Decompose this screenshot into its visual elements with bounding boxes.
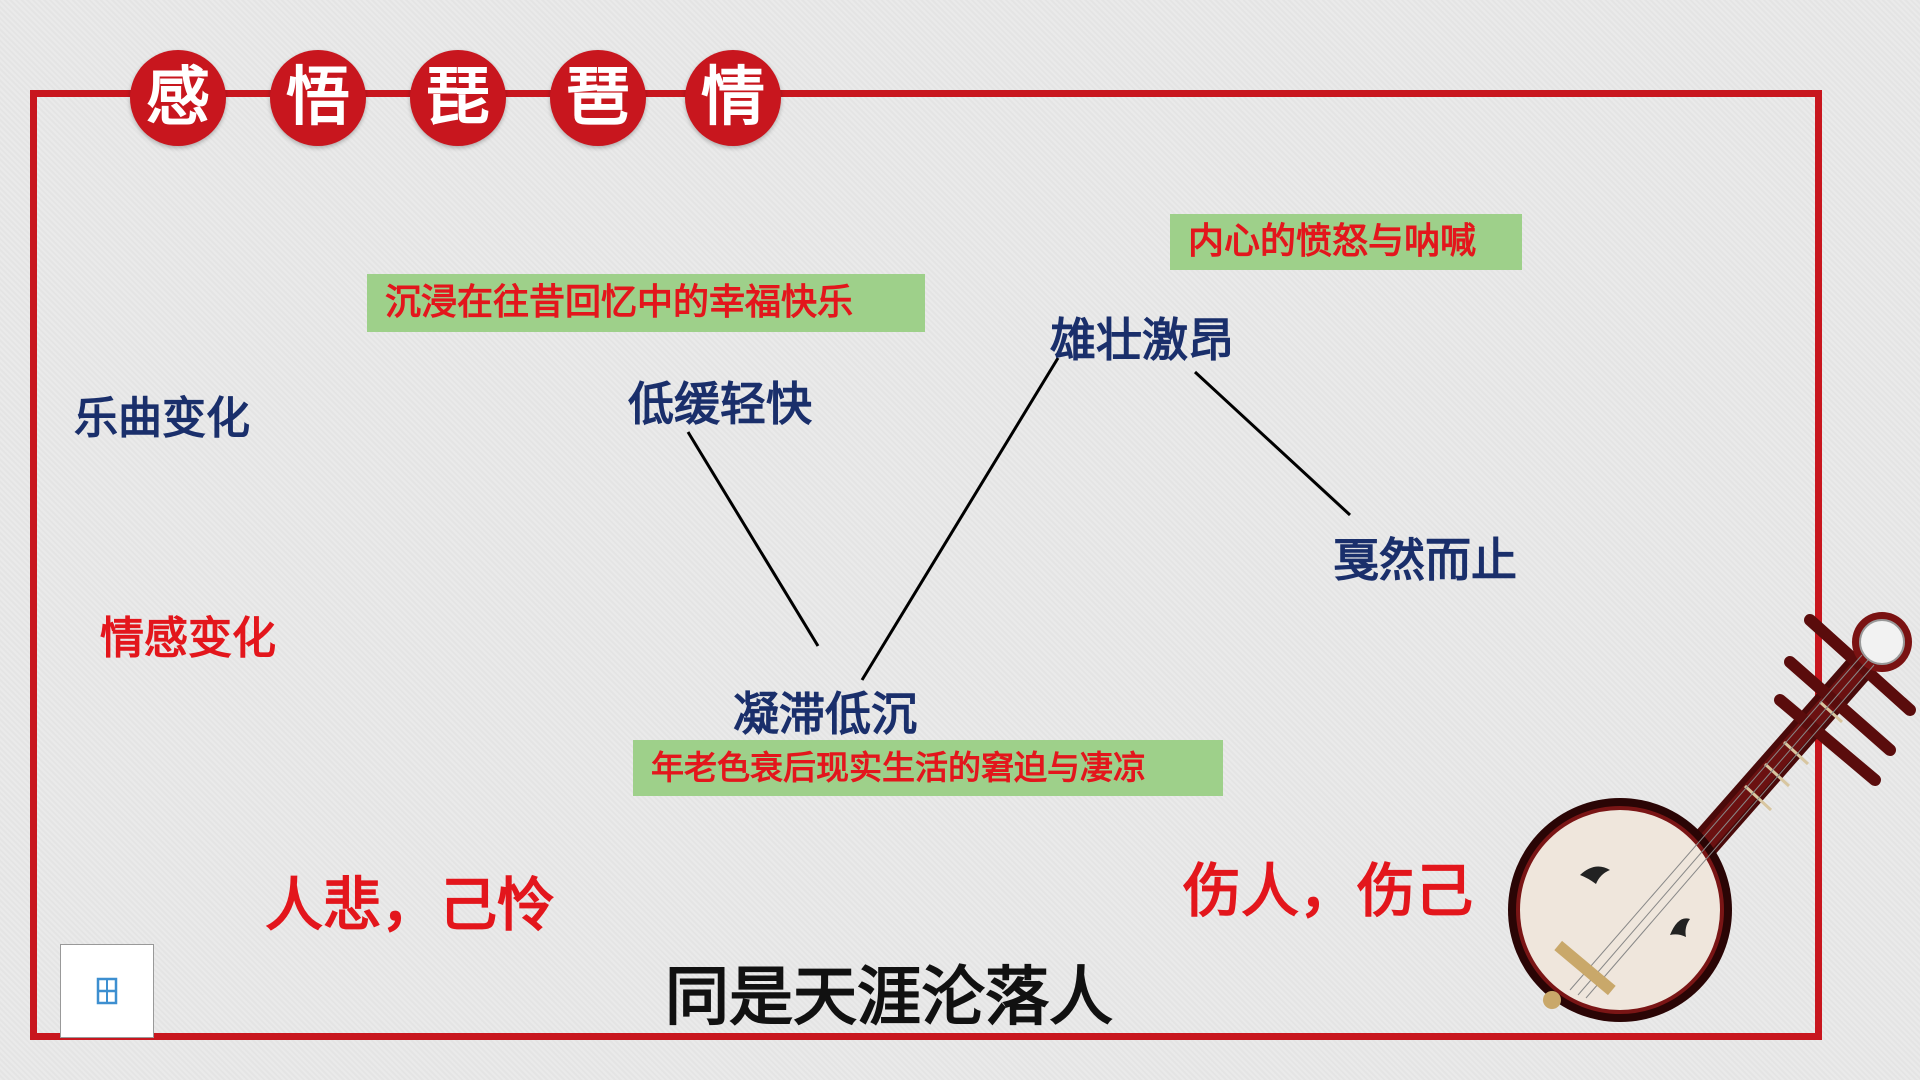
title-banner: 感 悟 琵 琶 情 — [130, 50, 800, 150]
slide-nav-icon — [96, 977, 118, 1005]
music-state-stagnant: 凝滞低沉 — [733, 687, 917, 741]
title-char-5: 情 — [685, 50, 781, 146]
title-char-2: 悟 — [270, 50, 366, 146]
music-state-stop: 戛然而止 — [1333, 533, 1517, 587]
emotion-label-anger: 内心的愤怒与呐喊 — [1170, 214, 1522, 270]
emotion-change-label: 情感变化 — [100, 613, 276, 664]
music-state-grand: 雄壮激昂 — [1050, 313, 1234, 367]
pipa-instrument-icon — [1508, 612, 1916, 1022]
title-char-3: 琵 — [410, 50, 506, 146]
music-state-low-slow: 低缓轻快 — [628, 377, 812, 431]
conclusion-right: 伤人，伤己 — [1183, 857, 1474, 925]
emotion-label-old-age: 年老色衰后现实生活的窘迫与凄凉 — [633, 740, 1223, 796]
title-char-4: 琶 — [550, 50, 646, 146]
slide-nav-button[interactable] — [60, 944, 154, 1038]
music-change-label: 乐曲变化 — [74, 393, 250, 444]
title-char-1: 感 — [130, 50, 226, 146]
red-frame — [30, 90, 1822, 1040]
emotion-label-happy: 沉浸在往昔回忆中的幸福快乐 — [367, 274, 925, 332]
conclusion-left: 人悲，己怜 — [265, 871, 556, 939]
conclusion-bottom: 同是天涯沦落人 — [665, 961, 1113, 1035]
